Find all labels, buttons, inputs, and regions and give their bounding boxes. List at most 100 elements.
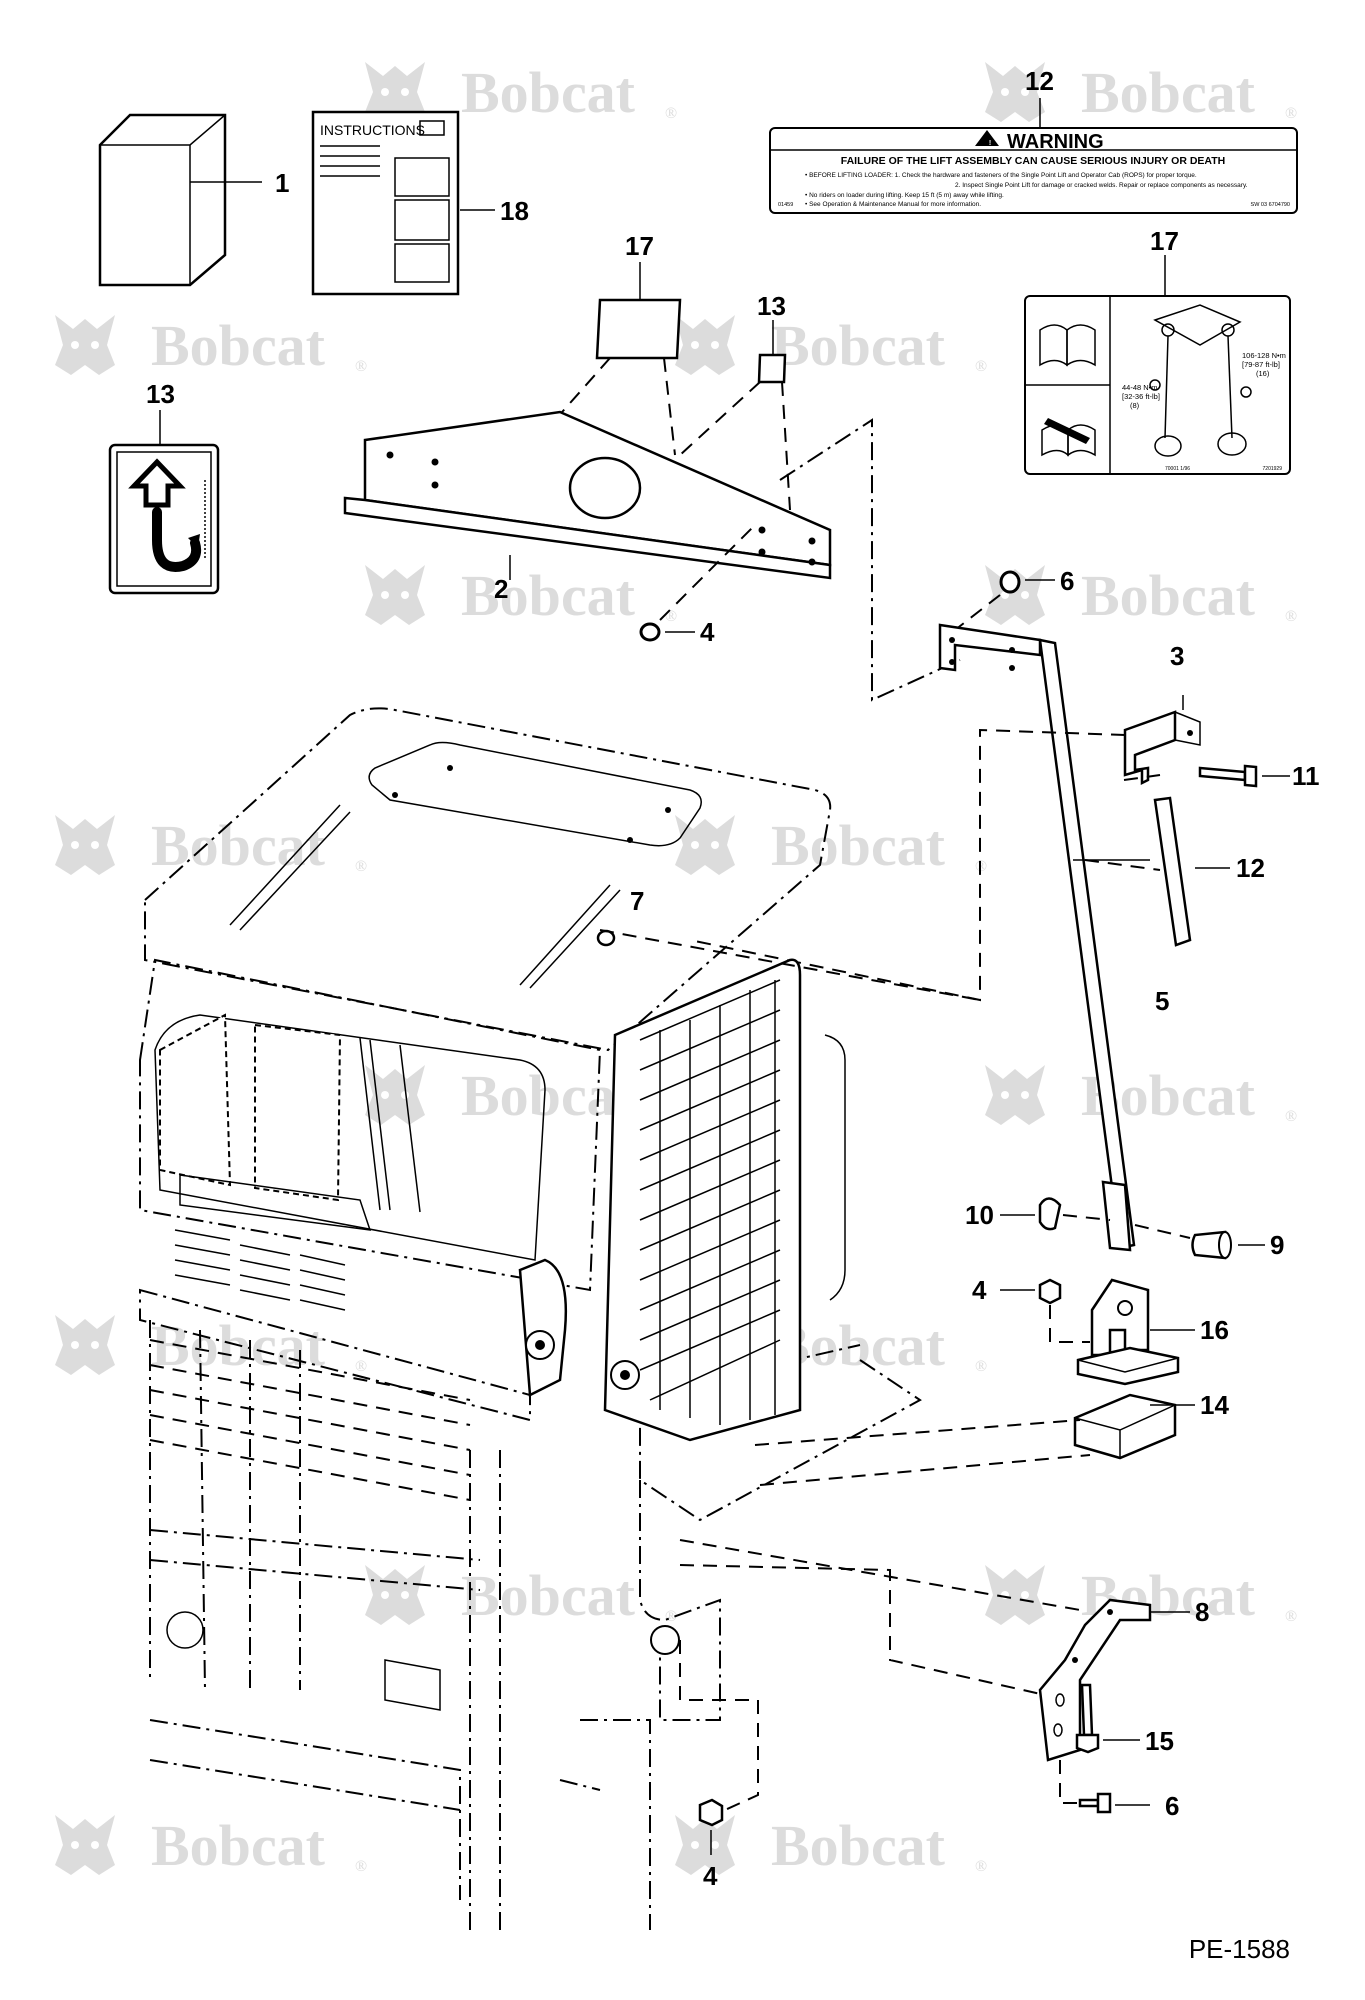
warning-left-code: 01459 [778,202,793,208]
part-14-pad [1073,1393,1195,1460]
callout-16: 16 [1200,1315,1229,1345]
part-5-lift-arm [938,623,1150,1252]
operator-cab-assembly [139,707,981,1930]
callout-4-right: 4 [972,1275,987,1305]
part-2-lift-bracket [343,410,832,580]
callout-1: 1 [275,168,289,198]
callout-17-right: 17 [1150,226,1179,256]
watermark-text: Bobcat [1081,60,1256,125]
part-4-nut-bottom [698,1798,724,1855]
callout-4-bracket: 4 [700,617,715,647]
svg-text:®: ® [665,1608,677,1625]
part-4-nut-right [1000,1278,1062,1305]
lift-hook-icon [128,458,202,572]
svg-text:®: ® [355,858,367,875]
callout-13-right: 13 [757,291,786,321]
callout-12-strip: 12 [1236,853,1265,883]
watermark-text: Bobcat [771,813,946,878]
part-4-nut [639,622,695,642]
callout-15: 15 [1145,1726,1174,1756]
svg-text:®: ® [665,105,677,122]
watermark-text: Bobcat [151,813,326,878]
torque-a-line-1: 44-48 N•m [1122,383,1158,392]
watermark-text: Bobcat [771,1813,946,1878]
callout-17-left: 17 [625,231,654,261]
drawing-id: PE-1588 [1189,1934,1290,1964]
callout-9: 9 [1270,1230,1284,1260]
watermark-text: Bobcat [461,60,636,125]
wrench-manual-icon [1041,418,1096,457]
part-9-pin [1191,1230,1265,1260]
watermark-text: Bobcat [461,563,636,628]
part-17-torque-decal: 44-48 N•m [32-36 ft-lb] (8) 106-128 N•m … [1024,255,1291,475]
svg-text:®: ® [975,858,987,875]
warning-line-2: 2. Inspect Single Point Lift for damage … [955,182,1248,189]
svg-text:®: ® [1285,1608,1297,1625]
side-screen-mesh [639,979,781,1425]
watermark-text: Bobcat [151,313,326,378]
watermark-text: Bobcat [771,313,946,378]
callout-10: 10 [965,1200,994,1230]
svg-text:®: ® [975,358,987,375]
callout-8: 8 [1195,1597,1209,1627]
torque-a-line-3: (8) [1130,401,1140,410]
warning-title: WARNING [1007,131,1104,153]
watermark-text: Bobcat [461,1563,636,1628]
torque-b-line-1: 106-128 N•m [1242,351,1286,360]
svg-text:®: ® [355,358,367,375]
svg-text:®: ® [1285,1108,1297,1125]
warning-right-code: SW 03 6704790 [1251,202,1290,208]
callout-2: 2 [494,574,508,604]
watermark-text: Bobcat [461,1063,636,1128]
part-12-strip-decal [1153,796,1230,947]
callout-3: 3 [1170,641,1184,671]
callout-labels: 1 18 12 17 13 17 13 2 4 6 3 11 12 7 5 10… [146,66,1320,1891]
front-screen-mesh [159,1013,421,1213]
svg-text:!: ! [989,140,991,147]
svg-text:®: ® [1285,608,1297,625]
manual-book-icon [1039,324,1096,367]
part-15-bolt [1075,1683,1140,1754]
part-17-small-decal [595,262,682,360]
watermark-text: Bobcat [151,1813,326,1878]
part-11-bolt [1198,764,1290,788]
callout-14: 14 [1200,1390,1229,1420]
callout-5: 5 [1155,986,1169,1016]
warning-line-3: • No riders on loader during lifting. Ke… [805,192,1004,199]
lift-diagram-illustration [1149,304,1252,457]
warning-line-1: • BEFORE LIFTING LOADER: 1. Check the ha… [805,172,1197,179]
instruction-sheet-header: INSTRUCTIONS [320,122,425,138]
torque-b-line-2: [79-87 ft-lb] [1242,360,1280,369]
part-10-clip [1000,1197,1062,1231]
front-grille-slots [174,1229,346,1311]
callout-13-left: 13 [146,379,175,409]
part-16-pivot-bracket [1076,1278,1195,1386]
svg-text:®: ® [975,1858,987,1875]
svg-text:®: ® [665,608,677,625]
warning-subtitle: FAILURE OF THE LIFT ASSEMBLY CAN CAUSE S… [841,155,1225,167]
part-6-bolt [999,570,1055,594]
torque-bottom-left-code: 70001 1/96 [1165,466,1190,472]
svg-text:®: ® [355,1858,367,1875]
svg-text:®: ® [1285,105,1297,122]
part-8-mount-plate [1038,1598,1190,1762]
torque-a-line-2: [32-36 ft-lb] [1122,392,1160,401]
callout-4-bottom: 4 [703,1861,718,1891]
part-3-pad-block [1123,695,1201,786]
part-6-bolt-bottom [1078,1792,1150,1814]
svg-text:®: ® [975,1358,987,1375]
torque-b-line-3: (16) [1256,369,1270,378]
part-18-instruction-sheet: INSTRUCTIONS [311,110,495,296]
warning-line-4: • See Operation & Maintenance Manual for… [805,201,981,208]
part-13-small-decal [757,320,787,384]
torque-bottom-right-code: 7201929 [1263,466,1283,472]
callout-18: 18 [500,196,529,226]
callout-11: 11 [1292,761,1320,791]
callout-12-top: 12 [1025,66,1054,96]
callout-6-bottom: 6 [1165,1791,1179,1821]
callout-7: 7 [630,886,644,916]
svg-text:®: ® [355,1358,367,1375]
part-12-warning-decal: ! WARNING FAILURE OF THE LIFT ASSEMBLY C… [769,98,1298,214]
callout-6-top: 6 [1060,566,1074,596]
